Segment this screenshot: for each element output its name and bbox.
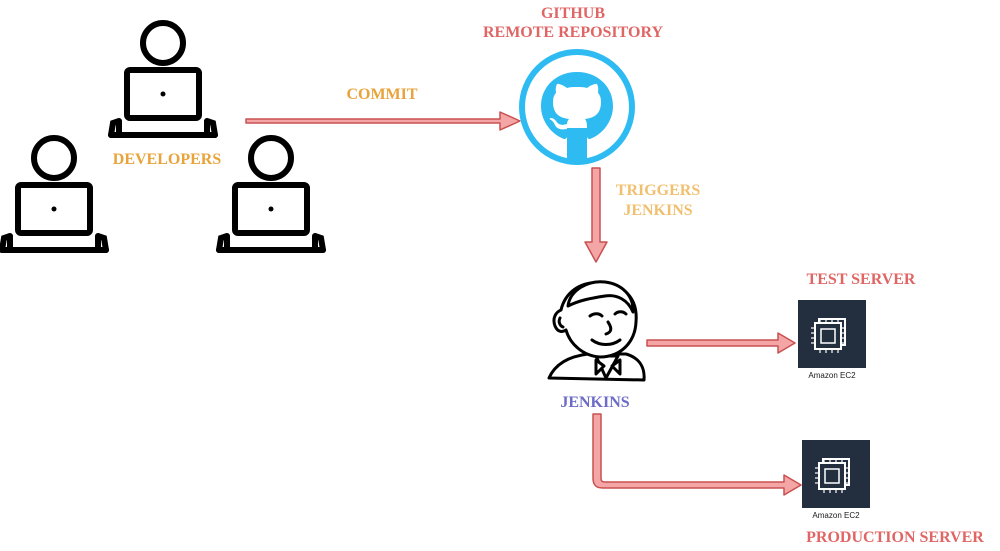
developer-laptop-icon [2,138,106,250]
triggers-arrow [584,167,608,263]
test-server-label: TEST SERVER [806,271,916,288]
amazon-ec2-icon [801,439,871,509]
github-octocat-icon [519,49,635,165]
triggers-label-line2: JENKINS [623,202,693,219]
production-server-arrow [592,413,802,496]
developers-label: DEVELOPERS [112,151,222,168]
jenkins-butler-icon [547,280,646,382]
production-server-label: PRODUCTION SERVER [806,529,984,546]
ec2-caption-production: Amazon EC2 [812,511,860,520]
triggers-label-line1: TRIGGERS [615,182,701,199]
commit-arrow [245,111,521,131]
github-title-line1: GITHUB [540,5,605,22]
ec2-caption-test: Amazon EC2 [808,371,856,380]
developer-laptop-icon [111,23,215,135]
amazon-ec2-icon [797,299,867,369]
developer-laptop-icon [219,138,323,250]
github-title-line2: REMOTE REPOSITORY [482,24,664,41]
jenkins-label: JENKINS [560,394,630,411]
commit-label: COMMIT [346,86,418,103]
test-server-arrow [646,332,796,354]
